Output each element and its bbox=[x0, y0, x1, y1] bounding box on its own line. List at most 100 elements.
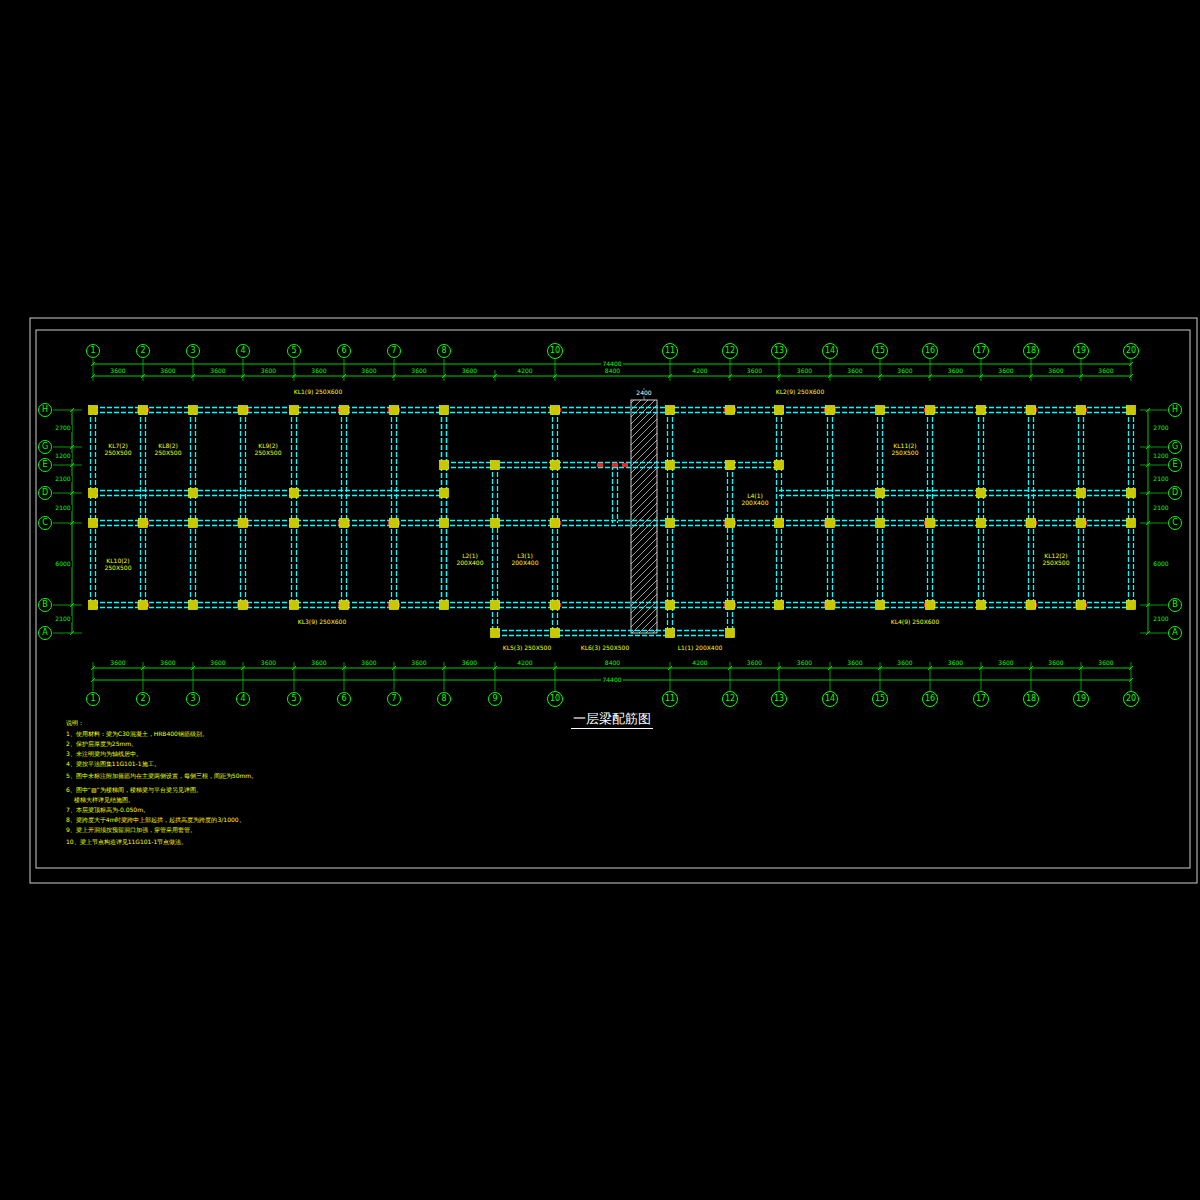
beam-line bbox=[90, 410, 91, 605]
drawing-line bbox=[670, 359, 671, 381]
axis-label: 2 bbox=[140, 347, 145, 355]
axis-label: 1 bbox=[90, 695, 95, 703]
column-square bbox=[1127, 519, 1136, 528]
column-square bbox=[89, 519, 98, 528]
note-text: 3、未注明梁均为轴线居中。 bbox=[65, 751, 143, 758]
dimension-text: 3600 bbox=[796, 368, 813, 375]
column-square bbox=[189, 601, 198, 610]
drawing-line bbox=[828, 666, 832, 670]
drawing-line bbox=[631, 608, 657, 633]
axis-bubble: 19 bbox=[1073, 343, 1089, 359]
drawing-line bbox=[1140, 605, 1167, 606]
column-square bbox=[1027, 601, 1036, 610]
axis-bubble: 14 bbox=[822, 343, 838, 359]
axis-bubble: G bbox=[38, 440, 52, 454]
axis-label: C bbox=[42, 519, 48, 527]
drawing-line bbox=[344, 359, 345, 381]
drawing-frame bbox=[36, 330, 1190, 868]
column-square bbox=[390, 519, 399, 528]
drawing-line bbox=[668, 666, 672, 670]
drawing-title: 一层梁配筋图 bbox=[571, 711, 653, 729]
drawing-line bbox=[1140, 523, 1167, 524]
axis-label: 17 bbox=[976, 695, 986, 703]
beam-line bbox=[291, 410, 292, 605]
note-text: 5、图中未标注附加箍筋均在主梁两侧设置，每侧三根，间距为50mm。 bbox=[65, 773, 258, 780]
dimension-text: 74400 bbox=[601, 677, 622, 684]
axis-bubble: 2 bbox=[136, 344, 150, 358]
dimension-text: 3600 bbox=[846, 660, 863, 667]
dimension-text: 3600 bbox=[159, 660, 176, 667]
axis-label: 6 bbox=[341, 695, 346, 703]
column-square bbox=[826, 406, 835, 415]
axis-label: 8 bbox=[441, 347, 446, 355]
axis-label: 14 bbox=[825, 347, 835, 355]
axis-label: 10 bbox=[550, 695, 560, 703]
drawing-line bbox=[728, 374, 732, 378]
drawing-line bbox=[631, 545, 657, 571]
drawing-line bbox=[631, 468, 657, 494]
axis-bubble: 19 bbox=[1073, 691, 1089, 707]
drawing-line bbox=[730, 662, 731, 691]
drawing-line bbox=[53, 493, 82, 494]
column-square bbox=[977, 519, 986, 528]
beam-line bbox=[1128, 410, 1129, 605]
drawing-line bbox=[631, 482, 657, 508]
column-square bbox=[775, 601, 784, 610]
drawing-line bbox=[294, 359, 295, 381]
drawing-line bbox=[294, 662, 295, 691]
drawing-line bbox=[1140, 493, 1167, 494]
drawing-line bbox=[143, 359, 144, 381]
drawing-line bbox=[70, 631, 74, 635]
beam-line bbox=[240, 410, 241, 605]
stair-outline bbox=[631, 400, 657, 633]
axis-label: 2 bbox=[140, 695, 145, 703]
column-square bbox=[826, 601, 835, 610]
column-square bbox=[726, 406, 735, 415]
dimension-text: 3600 bbox=[1047, 660, 1064, 667]
drawing-line bbox=[442, 666, 446, 670]
axis-label: 4 bbox=[240, 695, 245, 703]
beam-line bbox=[346, 410, 347, 605]
dimension-text: 6000 bbox=[54, 561, 71, 568]
dimension-text: 3600 bbox=[410, 368, 427, 375]
column-square bbox=[239, 601, 248, 610]
dimension-text: 2100 bbox=[1152, 505, 1169, 512]
drawing-line bbox=[1140, 410, 1167, 411]
axis-bubble: 5 bbox=[287, 344, 301, 358]
axis-bubble: G bbox=[1168, 440, 1182, 454]
dimension-text: 3600 bbox=[461, 368, 478, 375]
column-square bbox=[876, 406, 885, 415]
column-square bbox=[1077, 489, 1086, 498]
note-text: 4、梁按平法图集11G101-1施工。 bbox=[65, 761, 161, 768]
dimension-text: 2100 bbox=[54, 476, 71, 483]
column-square bbox=[551, 629, 560, 638]
column-square bbox=[239, 406, 248, 415]
beam-annotation: KL11(2) 250X500 bbox=[887, 443, 923, 456]
axis-bubble: 11 bbox=[662, 691, 678, 707]
axis-label: C bbox=[1172, 519, 1178, 527]
axis-bubble: 16 bbox=[922, 343, 938, 359]
drawing-line bbox=[70, 491, 74, 495]
axis-label: 11 bbox=[665, 347, 675, 355]
beam-annotation: L3(1) 200X400 bbox=[507, 553, 543, 566]
column-square bbox=[491, 601, 500, 610]
beam-annotation: KL5(3) 250X500 bbox=[502, 645, 553, 652]
beam-annotation: KL12(2) 250X500 bbox=[1038, 553, 1074, 566]
column-square bbox=[666, 601, 675, 610]
drawing-line bbox=[555, 662, 556, 691]
axis-bubble: 12 bbox=[722, 691, 738, 707]
axis-label: H bbox=[42, 406, 48, 414]
axis-label: 11 bbox=[665, 695, 675, 703]
axis-bubble: B bbox=[1168, 598, 1182, 612]
drawing-line bbox=[93, 662, 94, 691]
column-square bbox=[551, 461, 560, 470]
drawing-line bbox=[631, 489, 657, 515]
axis-bubble: E bbox=[38, 458, 52, 472]
column-square bbox=[826, 519, 835, 528]
sheet-border bbox=[30, 318, 1197, 883]
axis-label: A bbox=[42, 629, 47, 637]
drawing-line bbox=[979, 374, 983, 378]
dimension-text: 3600 bbox=[997, 660, 1014, 667]
axis-bubble: E bbox=[1168, 458, 1182, 472]
axis-bubble: 7 bbox=[387, 344, 401, 358]
